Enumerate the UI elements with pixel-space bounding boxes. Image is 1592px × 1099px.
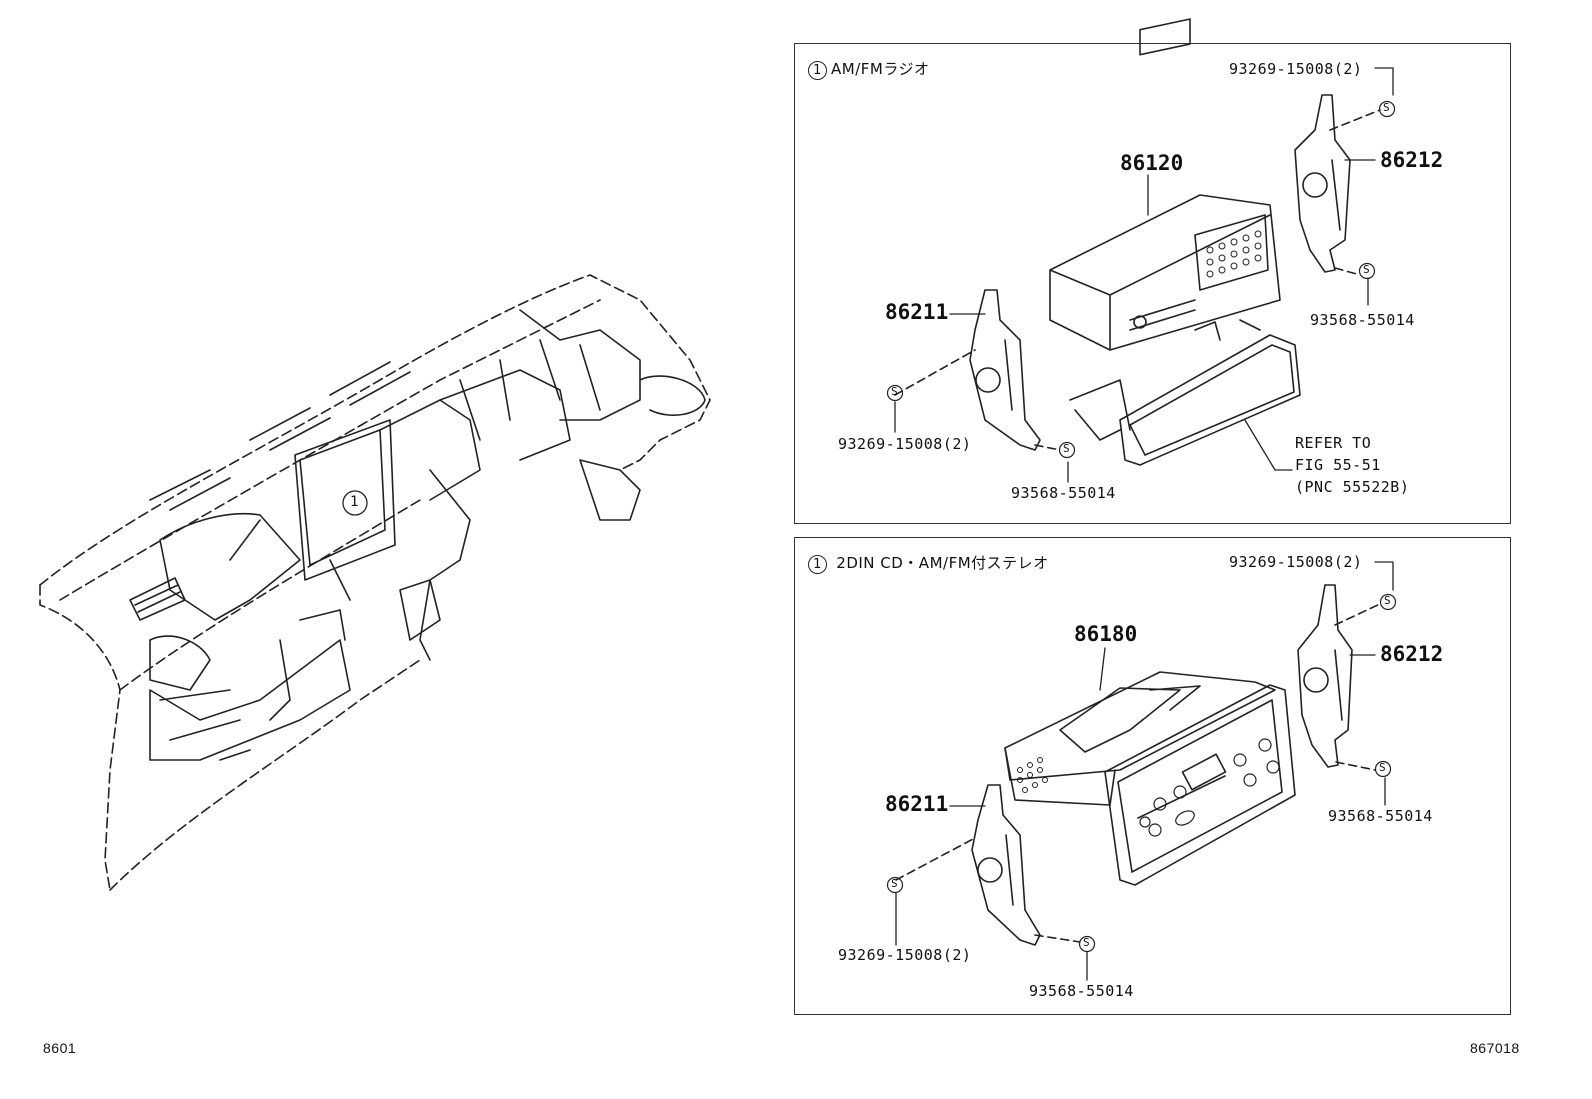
- stereo-title-text: 2DIN CD・AM/FM付ステレオ: [836, 554, 1049, 572]
- screw-icon: S: [1363, 263, 1371, 276]
- screw-icon: S: [891, 877, 899, 890]
- refer-line-2: FIG 55-51: [1295, 456, 1381, 474]
- stereo-bracket-right-label: 86212: [1380, 642, 1444, 666]
- refer-line-3: (PNC 55522B): [1295, 478, 1410, 496]
- radio-screw-left-label: 93269-15008(2): [838, 435, 972, 453]
- screw-icon: S: [1384, 594, 1392, 607]
- radio-part-number: 86120: [1120, 151, 1184, 175]
- screw-symbols: [886, 100, 1397, 953]
- screw-icon: S: [1063, 442, 1071, 455]
- radio-bracket-right-label: 86212: [1380, 148, 1444, 172]
- screw-icon: S: [1083, 936, 1091, 949]
- stereo-panel-title: 1 2DIN CD・AM/FM付ステレオ: [808, 552, 1049, 574]
- stereo-bracket-left-label: 86211: [885, 792, 949, 816]
- stereo-part-number: 86180: [1074, 622, 1138, 646]
- stereo-screw-top-label: 93269-15008(2): [1229, 553, 1363, 571]
- refer-line-1: REFER TO: [1295, 434, 1372, 452]
- radio-title-text: AM/FMラジオ: [831, 60, 930, 78]
- screw-icon: S: [1383, 101, 1391, 114]
- leader-lines: [894, 67, 1394, 981]
- radio-callout-number: 1: [808, 61, 827, 80]
- stereo-panel: [794, 537, 1511, 1015]
- figure-code-left: 8601: [43, 1040, 77, 1056]
- dashboard-callout-number: 1: [350, 494, 359, 510]
- cd-stereo-drawing: [895, 584, 1383, 946]
- radio-bolt-left-label: 93568-55014: [1011, 484, 1116, 502]
- callout-circle-dashboard: [342, 490, 368, 516]
- screw-icon: S: [891, 385, 899, 398]
- stereo-bolt-right-label: 93568-55014: [1328, 807, 1433, 825]
- radio-bracket-left-label: 86211: [885, 300, 949, 324]
- stereo-bolt-left-label: 93568-55014: [1029, 982, 1134, 1000]
- figure-code-right: 867018: [1470, 1040, 1520, 1056]
- radio-bolt-right-label: 93568-55014: [1310, 311, 1415, 329]
- radio-panel: [794, 43, 1511, 524]
- screw-icon: S: [1379, 761, 1387, 774]
- radio-screw-top-label: 93269-15008(2): [1229, 60, 1363, 78]
- stereo-callout-number: 1: [808, 555, 827, 574]
- instrument-panel-drawing: [39, 274, 711, 891]
- radio-drawing: [894, 18, 1381, 466]
- stereo-screw-left-label: 93269-15008(2): [838, 946, 972, 964]
